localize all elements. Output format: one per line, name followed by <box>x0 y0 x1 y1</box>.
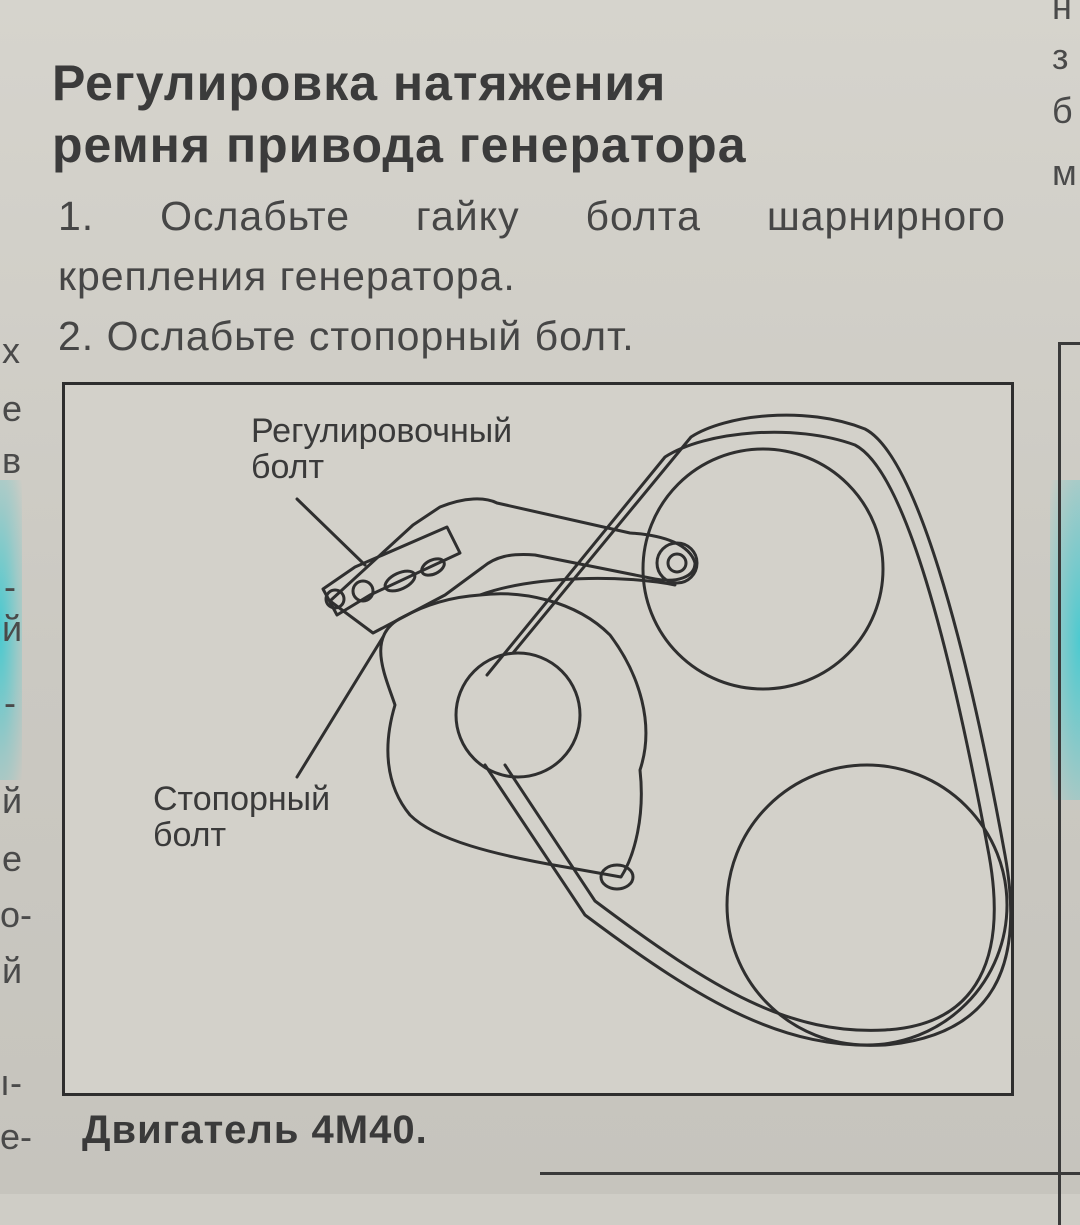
right-margin-fragment-2: з <box>1052 36 1069 77</box>
adjusting-bolt-nut <box>351 579 375 603</box>
bracket-pivot-inner <box>666 552 688 574</box>
drive-belt-inner <box>485 430 996 1032</box>
left-margin-fragment-9: о- <box>0 894 33 935</box>
right-margin-fragment-3: б <box>1052 90 1073 131</box>
callout-adjusting-line-1: Регулировочный <box>251 412 513 450</box>
adjusting-bolt-body <box>321 525 462 617</box>
highlight-mark-right <box>1050 480 1080 800</box>
bracket-pivot-outer <box>655 541 699 585</box>
section-heading: Регулировка натяжения ремня привода гене… <box>52 52 1032 176</box>
callout-locking-line-2: болт <box>153 816 227 854</box>
left-margin-fragment-3: в <box>2 440 22 481</box>
left-margin-fragment-7: й <box>2 780 23 821</box>
step-1-line-1: 1. Ослабьте гайку болта шарнирного <box>58 193 1006 239</box>
right-margin-fragment-4: м <box>1052 152 1077 193</box>
callout-locking-bolt: Стопорный болт <box>153 781 330 853</box>
callout-adjusting-bolt: Регулировочный болт <box>251 413 512 485</box>
instruction-steps: 1. Ослабьте гайку болта шарнирного крепл… <box>58 186 1018 366</box>
left-margin-fragment-10: й <box>2 950 23 991</box>
heading-line-1: Регулировка натяжения <box>52 55 667 111</box>
drive-belt-outer <box>483 413 1011 1047</box>
adjusting-bolt-head <box>324 588 346 610</box>
figure-caption: Двигатель 4M40. <box>82 1108 428 1152</box>
step-1-line-2: крепления генератора. <box>58 253 516 299</box>
left-margin-fragment-11: ı- <box>0 1062 22 1103</box>
left-margin-fragment-12: е- <box>0 1116 33 1157</box>
right-margin-fragment-1: н <box>1052 0 1072 27</box>
left-margin-fragment-8: е <box>2 838 23 879</box>
callout-locking-line-1: Стопорный <box>153 780 331 818</box>
belt-diagram-drawing <box>295 413 1011 1047</box>
adjusting-bracket <box>328 497 697 635</box>
alternator-housing-inner-edge <box>478 576 677 597</box>
left-margin-fragment-2: е <box>2 388 23 429</box>
adjusting-bolt-slot-2 <box>420 557 446 577</box>
adjacent-figure-frame-bottom <box>540 1172 1080 1205</box>
alternator-pulley <box>454 651 582 779</box>
leader-locking-bolt <box>295 635 385 779</box>
left-margin-fragment-1: х <box>2 330 20 371</box>
left-margin-fragment-5: й <box>2 608 23 649</box>
belt-diagram-figure: Регулировочный болт Стопорный болт <box>62 382 1014 1096</box>
crankshaft-pulley <box>725 763 1009 1047</box>
leader-adjusting-bolt <box>295 497 367 567</box>
highlight-mark-left <box>0 480 22 780</box>
locking-bolt-head <box>599 863 635 891</box>
fan-pulley <box>641 447 885 691</box>
left-margin-fragment-4: - <box>4 566 16 607</box>
heading-line-2: ремня привода генератора <box>52 117 747 173</box>
step-2-line-1: 2. Ослабьте стопорный болт. <box>58 313 635 359</box>
adjacent-figure-frame-right <box>1058 342 1080 1225</box>
left-margin-fragment-6: - <box>4 682 16 723</box>
callout-adjusting-line-2: болт <box>251 448 325 486</box>
alternator-housing <box>379 592 648 879</box>
adjusting-bolt-slot-1 <box>383 569 417 593</box>
